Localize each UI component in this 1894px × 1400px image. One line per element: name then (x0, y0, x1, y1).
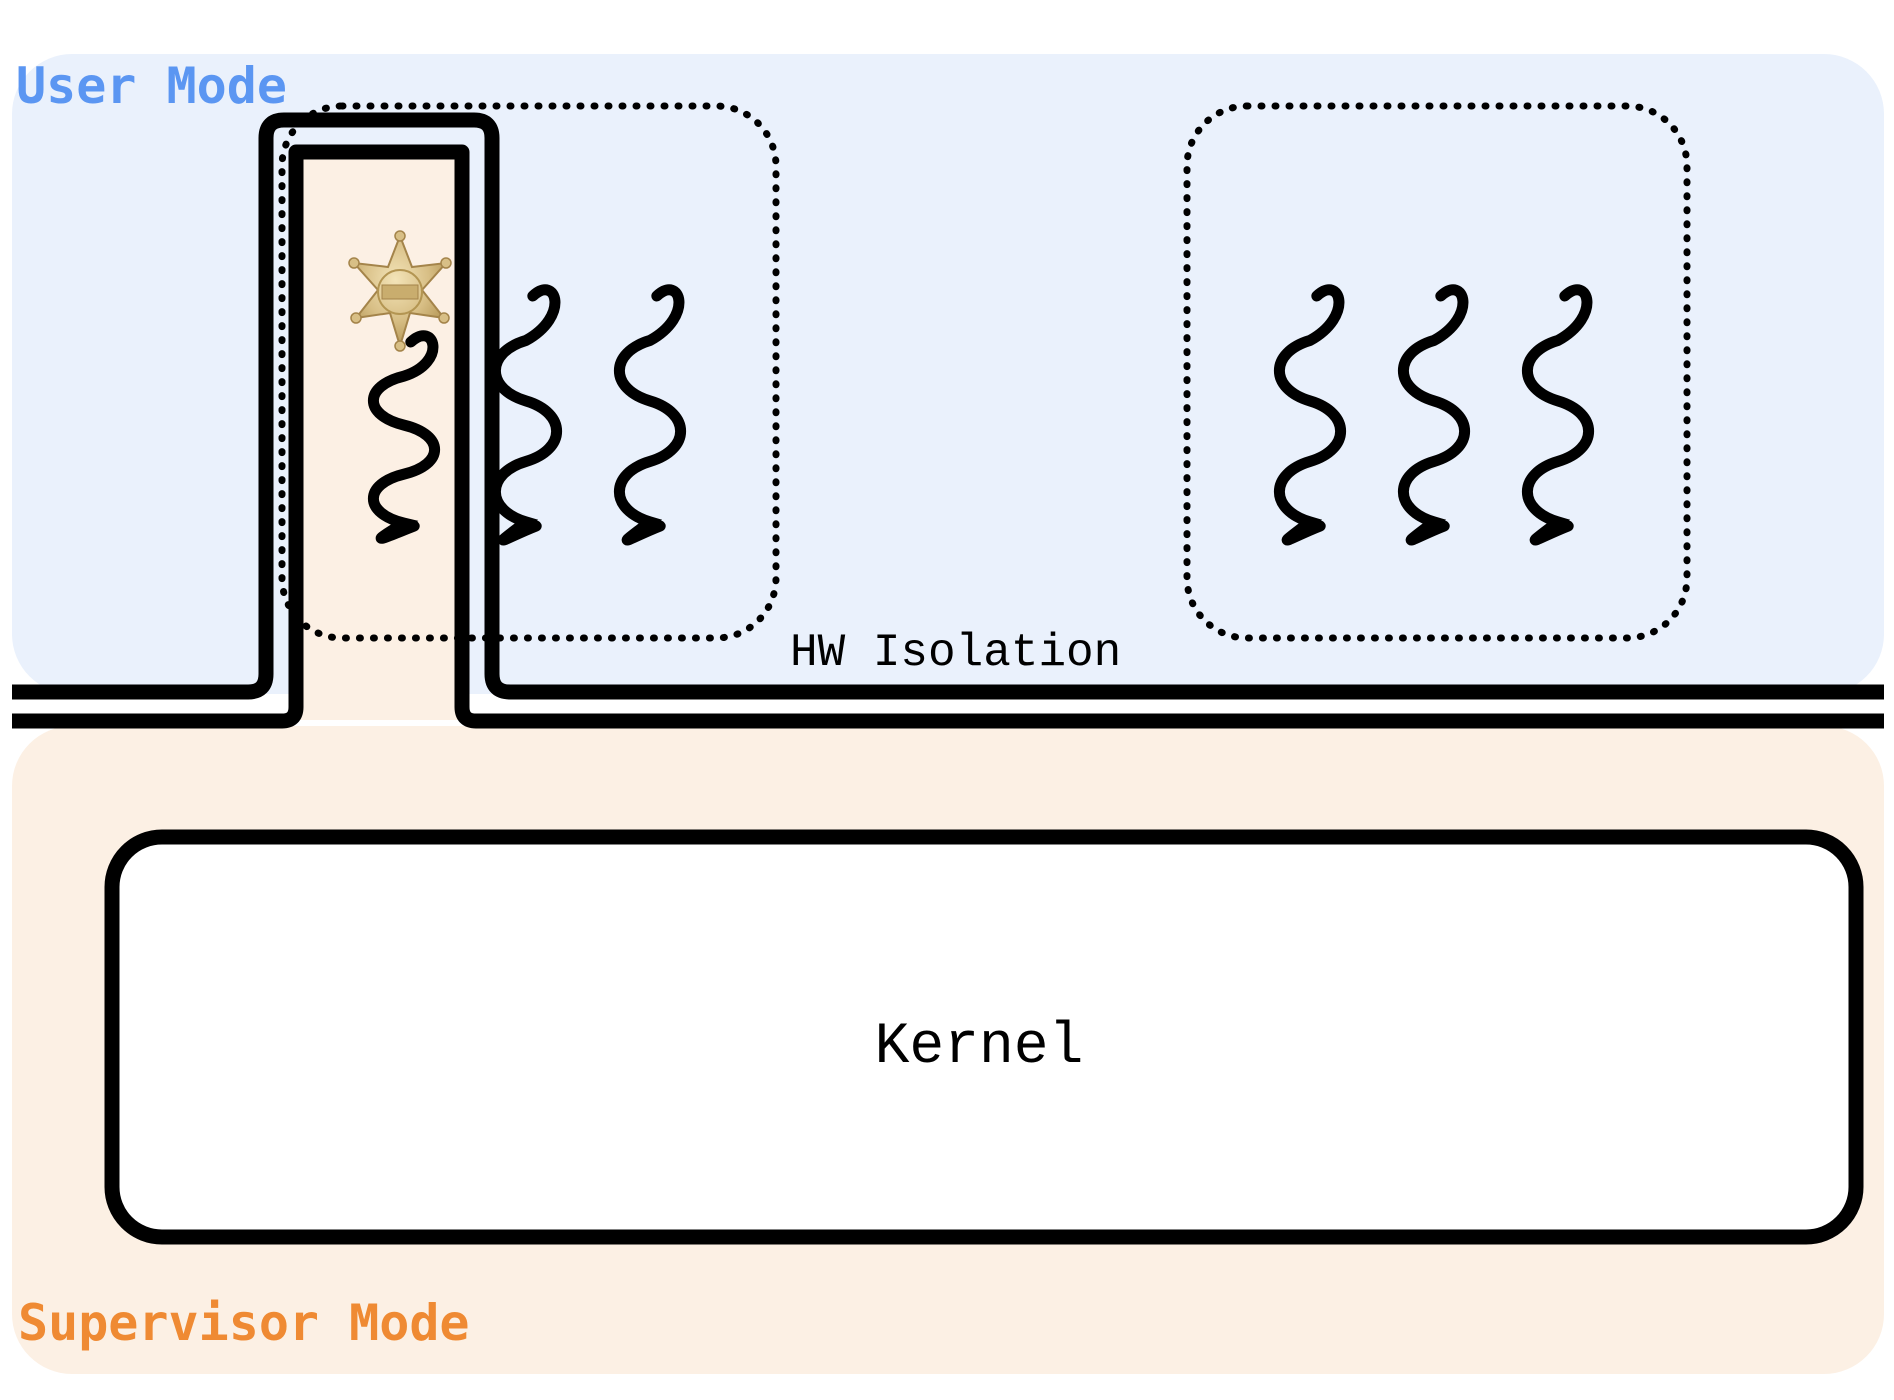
user-mode-label: User Mode (16, 57, 287, 115)
supervisor-mode-label: Supervisor Mode (18, 1294, 470, 1352)
thread-icon (1397, 284, 1471, 546)
thread-icon (1273, 284, 1347, 546)
process-box-left (278, 102, 780, 642)
thread-icon (1521, 284, 1595, 546)
threads-layer (368, 284, 1595, 546)
thread-icon (613, 284, 687, 546)
thread-icon (489, 284, 563, 546)
hw-isolation-boundary-outer (12, 112, 1884, 700)
kernel-label: Kernel (875, 1015, 1084, 1080)
privileged-thread-icon (368, 330, 440, 544)
sheriff-badge-icon (348, 230, 452, 352)
hw-isolation-label: HW Isolation (790, 627, 1121, 679)
kernel-box (104, 829, 1864, 1245)
hw-isolation-boundary-inner (12, 144, 1884, 729)
